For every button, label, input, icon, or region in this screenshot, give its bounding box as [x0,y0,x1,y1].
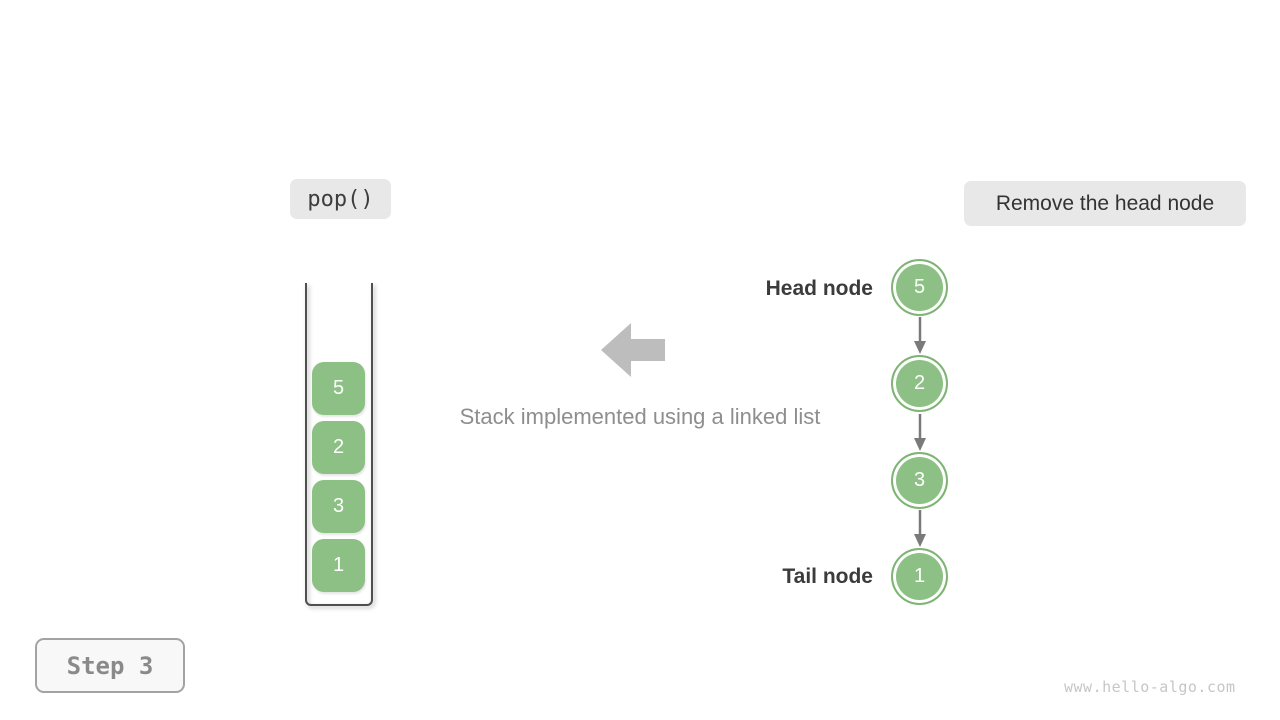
head-node-label: Head node [765,277,873,300]
step-badge: Step 3 [35,638,185,693]
stack-container [305,283,373,606]
caption: Stack implemented using a linked list [459,404,821,429]
stack-item: 1 [312,539,365,592]
step-badge-label: Step 3 [66,651,154,680]
list-node: 1 [891,548,948,605]
block-arrow-left-icon [601,323,665,377]
list-node: 5 [891,259,948,316]
list-node: 2 [891,355,948,412]
remove-head-annotation-chip: Remove the head node [964,181,1246,226]
remove-head-annotation-label: Remove the head node [995,191,1215,215]
arrow-down-icon [914,414,926,451]
arrow-down-icon [914,317,926,354]
stack-item: 3 [312,480,365,533]
pop-operation-chip: pop() [290,179,391,219]
arrow-down-icon [914,510,926,547]
stack-item: 5 [312,362,365,415]
watermark: www.hello-algo.com [1064,678,1236,696]
pop-operation-label: pop() [307,186,374,212]
stack-items: 5 2 3 1 [312,362,365,592]
stack-item: 2 [312,421,365,474]
tail-node-label: Tail node [782,565,873,588]
list-node: 3 [891,452,948,509]
